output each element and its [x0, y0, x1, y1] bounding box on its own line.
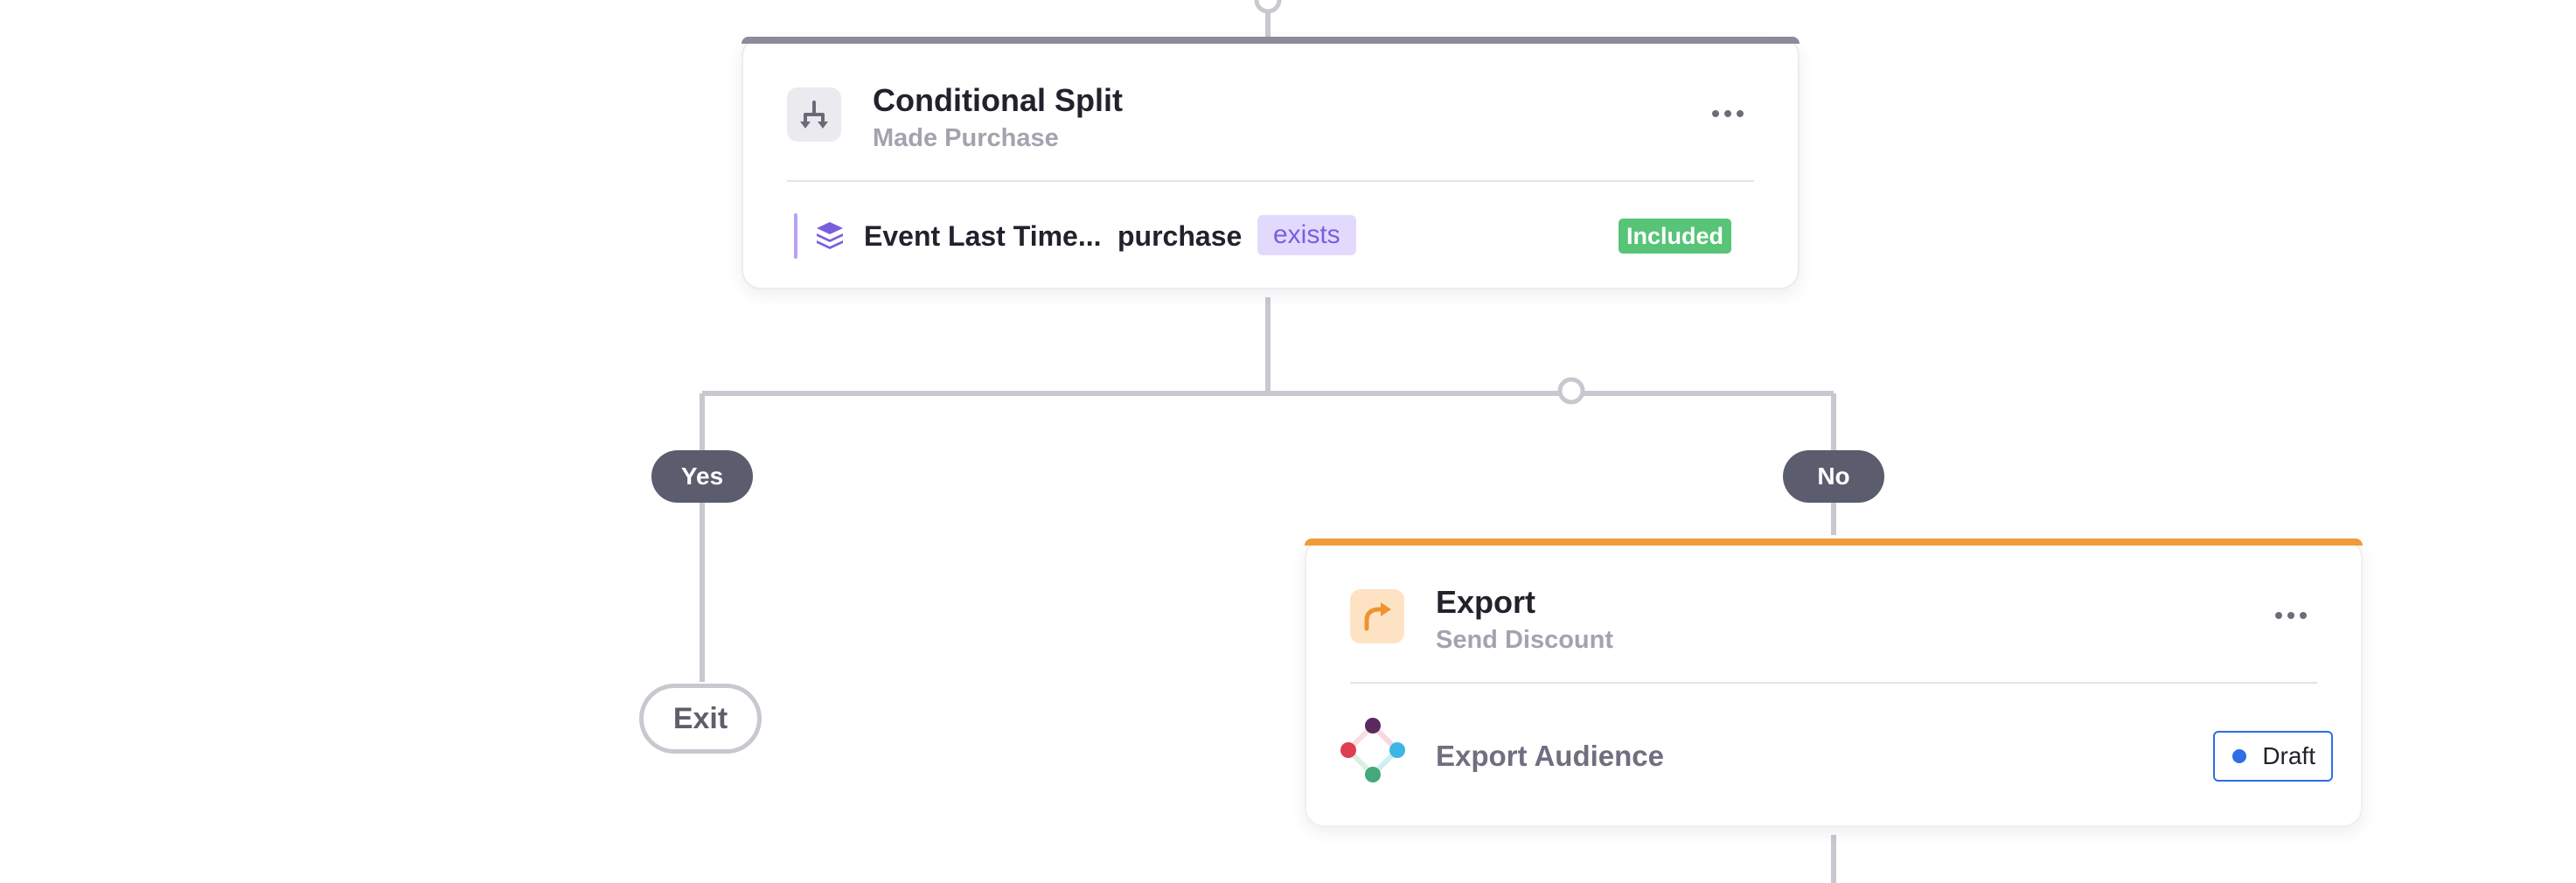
condition-event-value: purchase — [1117, 220, 1243, 252]
more-options-button[interactable] — [1702, 96, 1754, 131]
card-title: Export — [1436, 584, 1536, 620]
card-accent-bar — [1305, 539, 2363, 546]
exit-node[interactable]: Exit — [639, 684, 762, 754]
draft-status-text: Draft — [2262, 742, 2315, 769]
card-subtitle: Made Purchase — [873, 124, 1059, 152]
add-step-handle-branch[interactable] — [1557, 377, 1585, 405]
share-arrow-icon — [1350, 589, 1404, 643]
more-options-button[interactable] — [2265, 598, 2317, 633]
card-divider — [1350, 682, 2317, 684]
conditional-split-card[interactable]: Conditional Split Made Purchase Event La… — [741, 37, 1800, 289]
card-accent-bar — [741, 37, 1800, 44]
ellipsis-icon — [2275, 612, 2282, 619]
slack-logo-icon — [1336, 715, 1410, 793]
export-card[interactable]: Export Send Discount Export Audience Dra… — [1305, 539, 2363, 827]
ellipsis-icon — [1712, 110, 1719, 117]
card-divider — [787, 180, 1754, 182]
branch-yes-label: Yes — [651, 450, 753, 503]
condition-operator-tag: exists — [1257, 215, 1356, 255]
included-status-badge: Included — [1618, 219, 1731, 254]
destination-label: Export Audience — [1436, 740, 1664, 772]
branch-no-label: No — [1783, 450, 1884, 503]
condition-event-name: Event Last Time... — [864, 220, 1102, 252]
status-dot-icon — [2232, 749, 2247, 763]
draft-status-badge[interactable]: Draft — [2213, 731, 2333, 782]
card-title: Conditional Split — [873, 82, 1123, 118]
split-arrows-icon — [787, 87, 841, 142]
condition-indicator-bar — [794, 213, 797, 259]
add-step-handle-top[interactable] — [1254, 0, 1282, 14]
layers-icon — [813, 219, 846, 256]
card-subtitle: Send Discount — [1436, 626, 1614, 654]
